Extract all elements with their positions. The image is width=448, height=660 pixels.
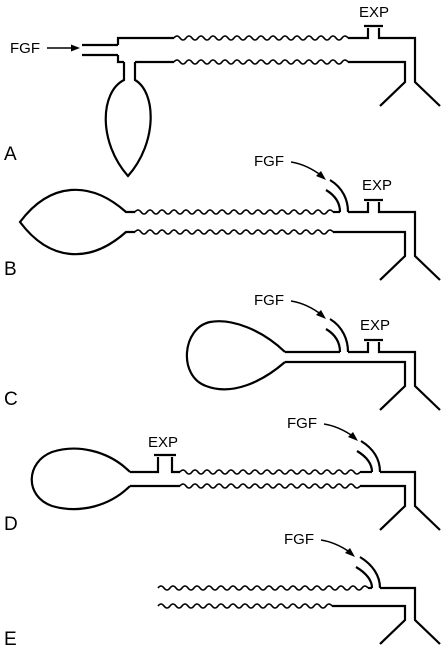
panel-a-bottom-wall-3: [348, 60, 407, 107]
panel-b-exp-label: EXP: [362, 177, 392, 194]
panel-b-corrugated-bottom: [134, 229, 334, 235]
panel-d-top-wall-1: [130, 457, 160, 474]
panel-a-top-wall-2: [348, 28, 370, 40]
panel-a: A FGF EXP: [4, 4, 441, 178]
panel-c-top-wall-3: [377, 342, 441, 411]
panel-b-reservoir-bag: [18, 188, 135, 256]
panel-d-corrugated-bottom: [179, 483, 361, 489]
panel-e-fgf-label: FGF: [284, 531, 314, 548]
panel-c-top-wall-2: [348, 342, 370, 354]
panel-d-bottom-wall-2: [360, 484, 407, 531]
panel-a-top-wall-3: [377, 28, 441, 107]
panel-b-top-wall-3: [377, 202, 441, 281]
panel-a-exp-label: EXP: [359, 4, 389, 21]
panel-c-reservoir-bag: [185, 320, 286, 391]
panel-e-fgf-arrowhead: [345, 548, 355, 557]
panel-c-fgf-arrowhead: [316, 310, 326, 319]
panel-d-top-wall-2: [170, 457, 180, 474]
panel-d-exp-label: EXP: [148, 434, 178, 451]
panel-e-fgf-arrow: [320, 539, 352, 554]
panel-b-fgf-arrow: [290, 161, 323, 177]
panel-b-letter: B: [4, 259, 17, 280]
panel-c-fgf-arrow: [290, 300, 323, 316]
panel-e-top-wall-2: [380, 586, 441, 645]
panel-b-fgf-label: FGF: [254, 153, 284, 170]
panel-b-top-wall-2: [348, 202, 370, 214]
panel-d-letter: D: [4, 514, 18, 535]
panel-c-exp-label: EXP: [360, 317, 390, 334]
panel-c-fgf-tube-outer: [329, 318, 350, 353]
panel-e-fgf-tube-inner: [355, 566, 374, 589]
panel-d-corrugated-top: [179, 469, 361, 475]
panel-b-fgf-tube-inner: [325, 189, 342, 213]
panel-b-fgf-tube-outer: [329, 179, 350, 213]
panel-c-bottom-wall: [285, 360, 407, 411]
panel-d-fgf-label: FGF: [287, 415, 317, 432]
panel-d-fgf-tube-inner: [356, 450, 374, 473]
panel-e-corrugated-bottom: [157, 603, 333, 609]
panel-a-fgf-label: FGF: [10, 40, 40, 57]
panel-e-letter: E: [4, 629, 17, 650]
panel-e-bottom-wall: [332, 604, 407, 645]
panel-a-bottom-wall-1: [116, 55, 124, 64]
panel-c-fgf-tube-inner: [325, 328, 342, 353]
panel-c-letter: C: [4, 389, 18, 410]
panel-d-fgf-arrowhead: [348, 432, 358, 441]
panel-b: B FGF EXP: [4, 153, 441, 281]
panel-a-corrugated-top: [173, 35, 349, 41]
panel-a-fgf-arrowhead: [71, 44, 80, 52]
panel-a-reservoir-bag: [104, 62, 152, 178]
panel-a-corrugated-bottom: [173, 59, 349, 65]
panel-d: D EXP FGF: [4, 415, 441, 535]
panel-d-fgf-tube-outer: [360, 440, 382, 473]
panel-d-fgf-arrow: [323, 423, 355, 438]
panel-e: E FGF: [4, 531, 441, 650]
panel-c: C FGF EXP: [4, 292, 441, 411]
panel-e-corrugated-top: [157, 585, 369, 591]
panel-b-corrugated-top: [134, 209, 334, 215]
panel-b-fgf-arrowhead: [316, 171, 326, 180]
panel-d-reservoir-bag: [30, 447, 131, 511]
panel-e-fgf-tube-outer: [359, 556, 382, 589]
panel-a-letter: A: [4, 144, 17, 165]
panel-a-top-wall: [116, 36, 174, 45]
panel-c-fgf-label: FGF: [254, 292, 284, 309]
panel-d-top-wall-4: [380, 470, 441, 531]
panel-b-bottom-wall: [333, 230, 407, 281]
